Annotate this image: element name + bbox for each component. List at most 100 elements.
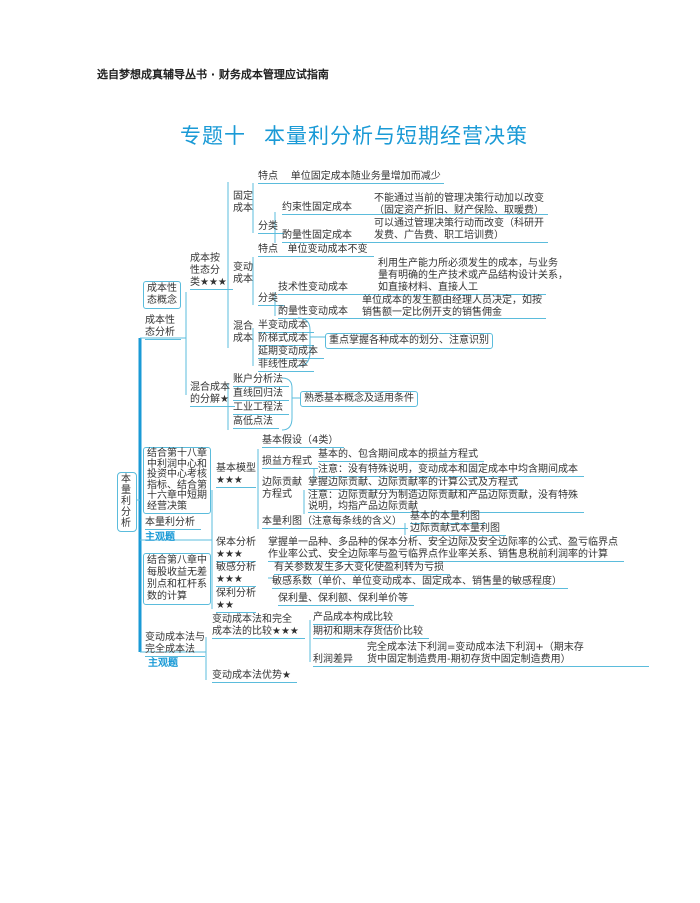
basic-model-node[interactable]: 基本模型★★★ xyxy=(216,463,256,488)
text-line: 说明，均指产品边际贡献 xyxy=(308,501,418,512)
text-line: 成本按 xyxy=(190,253,220,264)
running-header: 选自梦想成真辅导丛书 · 财务成本管理应试指南 xyxy=(97,68,329,81)
cvp-chart-basic: 基本的本量利图 xyxy=(410,511,486,524)
pl-note: 注意：没有特殊说明，变动成本和固定成本中均含期间成本 xyxy=(318,464,584,477)
text-line: 可以通过管理决策行动而改变（科研开 xyxy=(374,218,544,229)
root-node[interactable]: 本量利分析 xyxy=(117,472,137,532)
text-line: 货中固定制造费用-期初存货中固定制造费用） xyxy=(367,654,571,665)
discretionary-variable-text: 单位成本的发生额由经理人员决定，如按销售额一定比例开支的销售佣金 xyxy=(362,295,542,319)
mixed-cost-node[interactable]: 混合成本 xyxy=(233,321,253,345)
mixed-item: 阶梯式成本 xyxy=(258,333,314,346)
fixed-category: 分类 xyxy=(258,221,284,234)
discretionary-fixed-cost: 酌量性固定成本 xyxy=(282,230,548,243)
text-line: 结合第十八章 xyxy=(147,448,207,459)
variable-cost-node[interactable]: 变动成本 xyxy=(233,262,253,286)
decomp-item: 高低点法 xyxy=(233,416,279,429)
text-line: 混合成本 xyxy=(190,382,230,393)
text-line: ★★★ xyxy=(216,549,256,562)
subjective-tag: 主观题 xyxy=(148,658,178,669)
binding-fixed-text: 不能通过当前的管理决策行动加以改变（固定资产折旧、财产保险、取暖费） xyxy=(374,193,544,217)
text-line: 发费、广告费、职工培训费） xyxy=(374,230,504,241)
text-line: 作业率公式、安全边际率与盈亏临界点作业率关系、销售息税前利润率的计算 xyxy=(268,549,608,560)
decomp-note: 熟悉基本概念及适用条件 xyxy=(300,391,418,407)
label: 特点 xyxy=(258,244,278,255)
text-line: 变动成本法与 xyxy=(145,632,205,643)
mixed-note: 重点掌握各种成本的划分、注意识别 xyxy=(325,333,493,349)
variable-category: 分类 xyxy=(258,293,284,306)
comparison-node[interactable]: 变动成本法和完全成本法的比较★★★ xyxy=(212,614,305,639)
text-line: 成本 xyxy=(233,274,253,285)
subjective-tag: 主观题 xyxy=(145,532,175,543)
cvp-chart: 本量利图（注意每条线的含义） xyxy=(262,516,408,529)
compare-item: 期初和期末存货估价比较 xyxy=(313,626,429,639)
decomposition-node[interactable]: 混合成本的分解★ xyxy=(190,382,235,407)
text-line: 敏感分析 xyxy=(216,562,256,573)
text-line: 单位成本的发生额由经理人员决定，如按 xyxy=(362,295,542,306)
text: 单位固定成本随业务量增加而减少 xyxy=(290,171,441,182)
topic-number: 专题十 xyxy=(180,124,246,148)
pl-equation: 损益方程式 xyxy=(262,456,318,469)
text-line: 经营决策 xyxy=(147,500,187,512)
cm-text: 掌握边际贡献、边际贡献率的计算公式及方程式 xyxy=(308,477,524,490)
text-line: 态分析 xyxy=(145,327,181,340)
mixed-item: 延期变动成本 xyxy=(258,346,324,359)
text-line: 别点和杠杆系 xyxy=(147,579,207,590)
label: 约束性固定成本 xyxy=(282,202,352,213)
vc-node[interactable]: 变动成本法与完全成本法 xyxy=(145,632,205,657)
mixed-item: 非线性成本 xyxy=(258,359,314,372)
label: 特点 xyxy=(258,171,278,182)
text-line: （固定资产折旧、财产保险、取暖费） xyxy=(374,205,544,216)
text-line: 固定 xyxy=(233,191,253,202)
text-line: 指标、结合第 xyxy=(147,479,207,491)
label: 酌量性变动成本 xyxy=(278,306,348,317)
classify-node[interactable]: 成本按性态分类★★★ xyxy=(190,253,233,290)
cost-behavior-analysis-node[interactable]: 成本性态分析 xyxy=(145,315,181,340)
text-line: 保利分析 xyxy=(216,588,256,599)
topic-title: 本量利分析与短期经营决策 xyxy=(264,124,528,148)
text-line: 的分解★ xyxy=(190,394,235,407)
cvp-node[interactable]: 本量利分析 xyxy=(145,517,201,530)
text-line: ★★★ xyxy=(216,475,256,488)
breakeven-text: 掌握单一品种、多品种的保本分析、安全边际及安全边际率的公式、盈亏临界点作业率公式… xyxy=(268,537,624,562)
page-title: 专题十本量利分析与短期经营决策 xyxy=(180,120,546,150)
text-line: 变动成本法和完全 xyxy=(212,614,292,625)
cvp-note-1: 结合第十八章中利润中心和投资中心考核指标、结合第十六章中短期经营决策 xyxy=(143,447,211,514)
text-line: 掌握单一品种、多品种的保本分析、安全边际及安全边际率的公式、盈亏临界点 xyxy=(268,537,618,548)
decomp-item: 账户分析法 xyxy=(233,374,289,387)
text-line: 注意：边际贡献分为制造边际贡献和产品边际贡献，没有特殊 xyxy=(308,490,578,501)
text-line: 如直接材料、直接人工 xyxy=(378,282,478,293)
discretionary-variable-cost: 酌量性变动成本 xyxy=(278,306,546,319)
basic-assumption: 基本假设（4类） xyxy=(262,435,345,448)
cost-behavior-concept-node[interactable]: 成本性态概念 xyxy=(143,281,181,309)
text-line: 成本 xyxy=(233,203,253,214)
text-line: 变动 xyxy=(233,262,253,273)
text-line: ★★★ xyxy=(216,574,256,587)
text-line: 利用生产能力所必须发生的成本，与业务 xyxy=(378,258,558,269)
target-profit-text: 保利量、保利额、保利单价等 xyxy=(278,593,414,606)
fixed-cost-node[interactable]: 固定成本 xyxy=(233,191,253,215)
decomp-item: 直线回归法 xyxy=(233,388,289,401)
text-line: 完全成本法下利润=变动成本法下利润+（期末存 xyxy=(367,642,584,653)
cm-equation: 边际贡献方程式 xyxy=(262,477,302,501)
sensitivity-coefficient: 敏感系数（单价、单位变动成本、固定成本、销售量的敏感程度） xyxy=(272,576,568,589)
text-line: 中利润中心和 xyxy=(147,458,207,470)
profit-difference-text: 完全成本法下利润=变动成本法下利润+（期末存货中固定制造费用-期初存货中固定制造… xyxy=(367,642,584,666)
text-line: 边际贡献 xyxy=(262,477,302,488)
text-line: 销售额一定比例开支的销售佣金 xyxy=(362,307,502,318)
compare-item: 产品成本构成比较 xyxy=(313,612,399,625)
cvp-chart-cm: 边际贡献式本量利图 xyxy=(410,523,506,536)
sensitivity-node[interactable]: 敏感分析★★★ xyxy=(216,562,256,587)
target-profit-node[interactable]: 保利分析★★ xyxy=(216,588,256,613)
text-line: 完全成本法 xyxy=(145,644,205,657)
text-line: 基本模型 xyxy=(216,463,256,474)
breakeven-node[interactable]: 保本分析★★★ xyxy=(216,537,256,562)
text-line: 结合第八章中 xyxy=(147,555,207,566)
text-line: 十六章中短期 xyxy=(147,490,207,501)
tech-variable-cost: 技术性变动成本 xyxy=(278,282,546,295)
text-line: 成本性 xyxy=(147,283,177,294)
pl-text: 基本的、包含期间成本的损益方程式 xyxy=(318,449,484,462)
text-line: 每股收益无差 xyxy=(147,567,207,578)
vc-advantage: 变动成本法优势★ xyxy=(212,670,297,683)
